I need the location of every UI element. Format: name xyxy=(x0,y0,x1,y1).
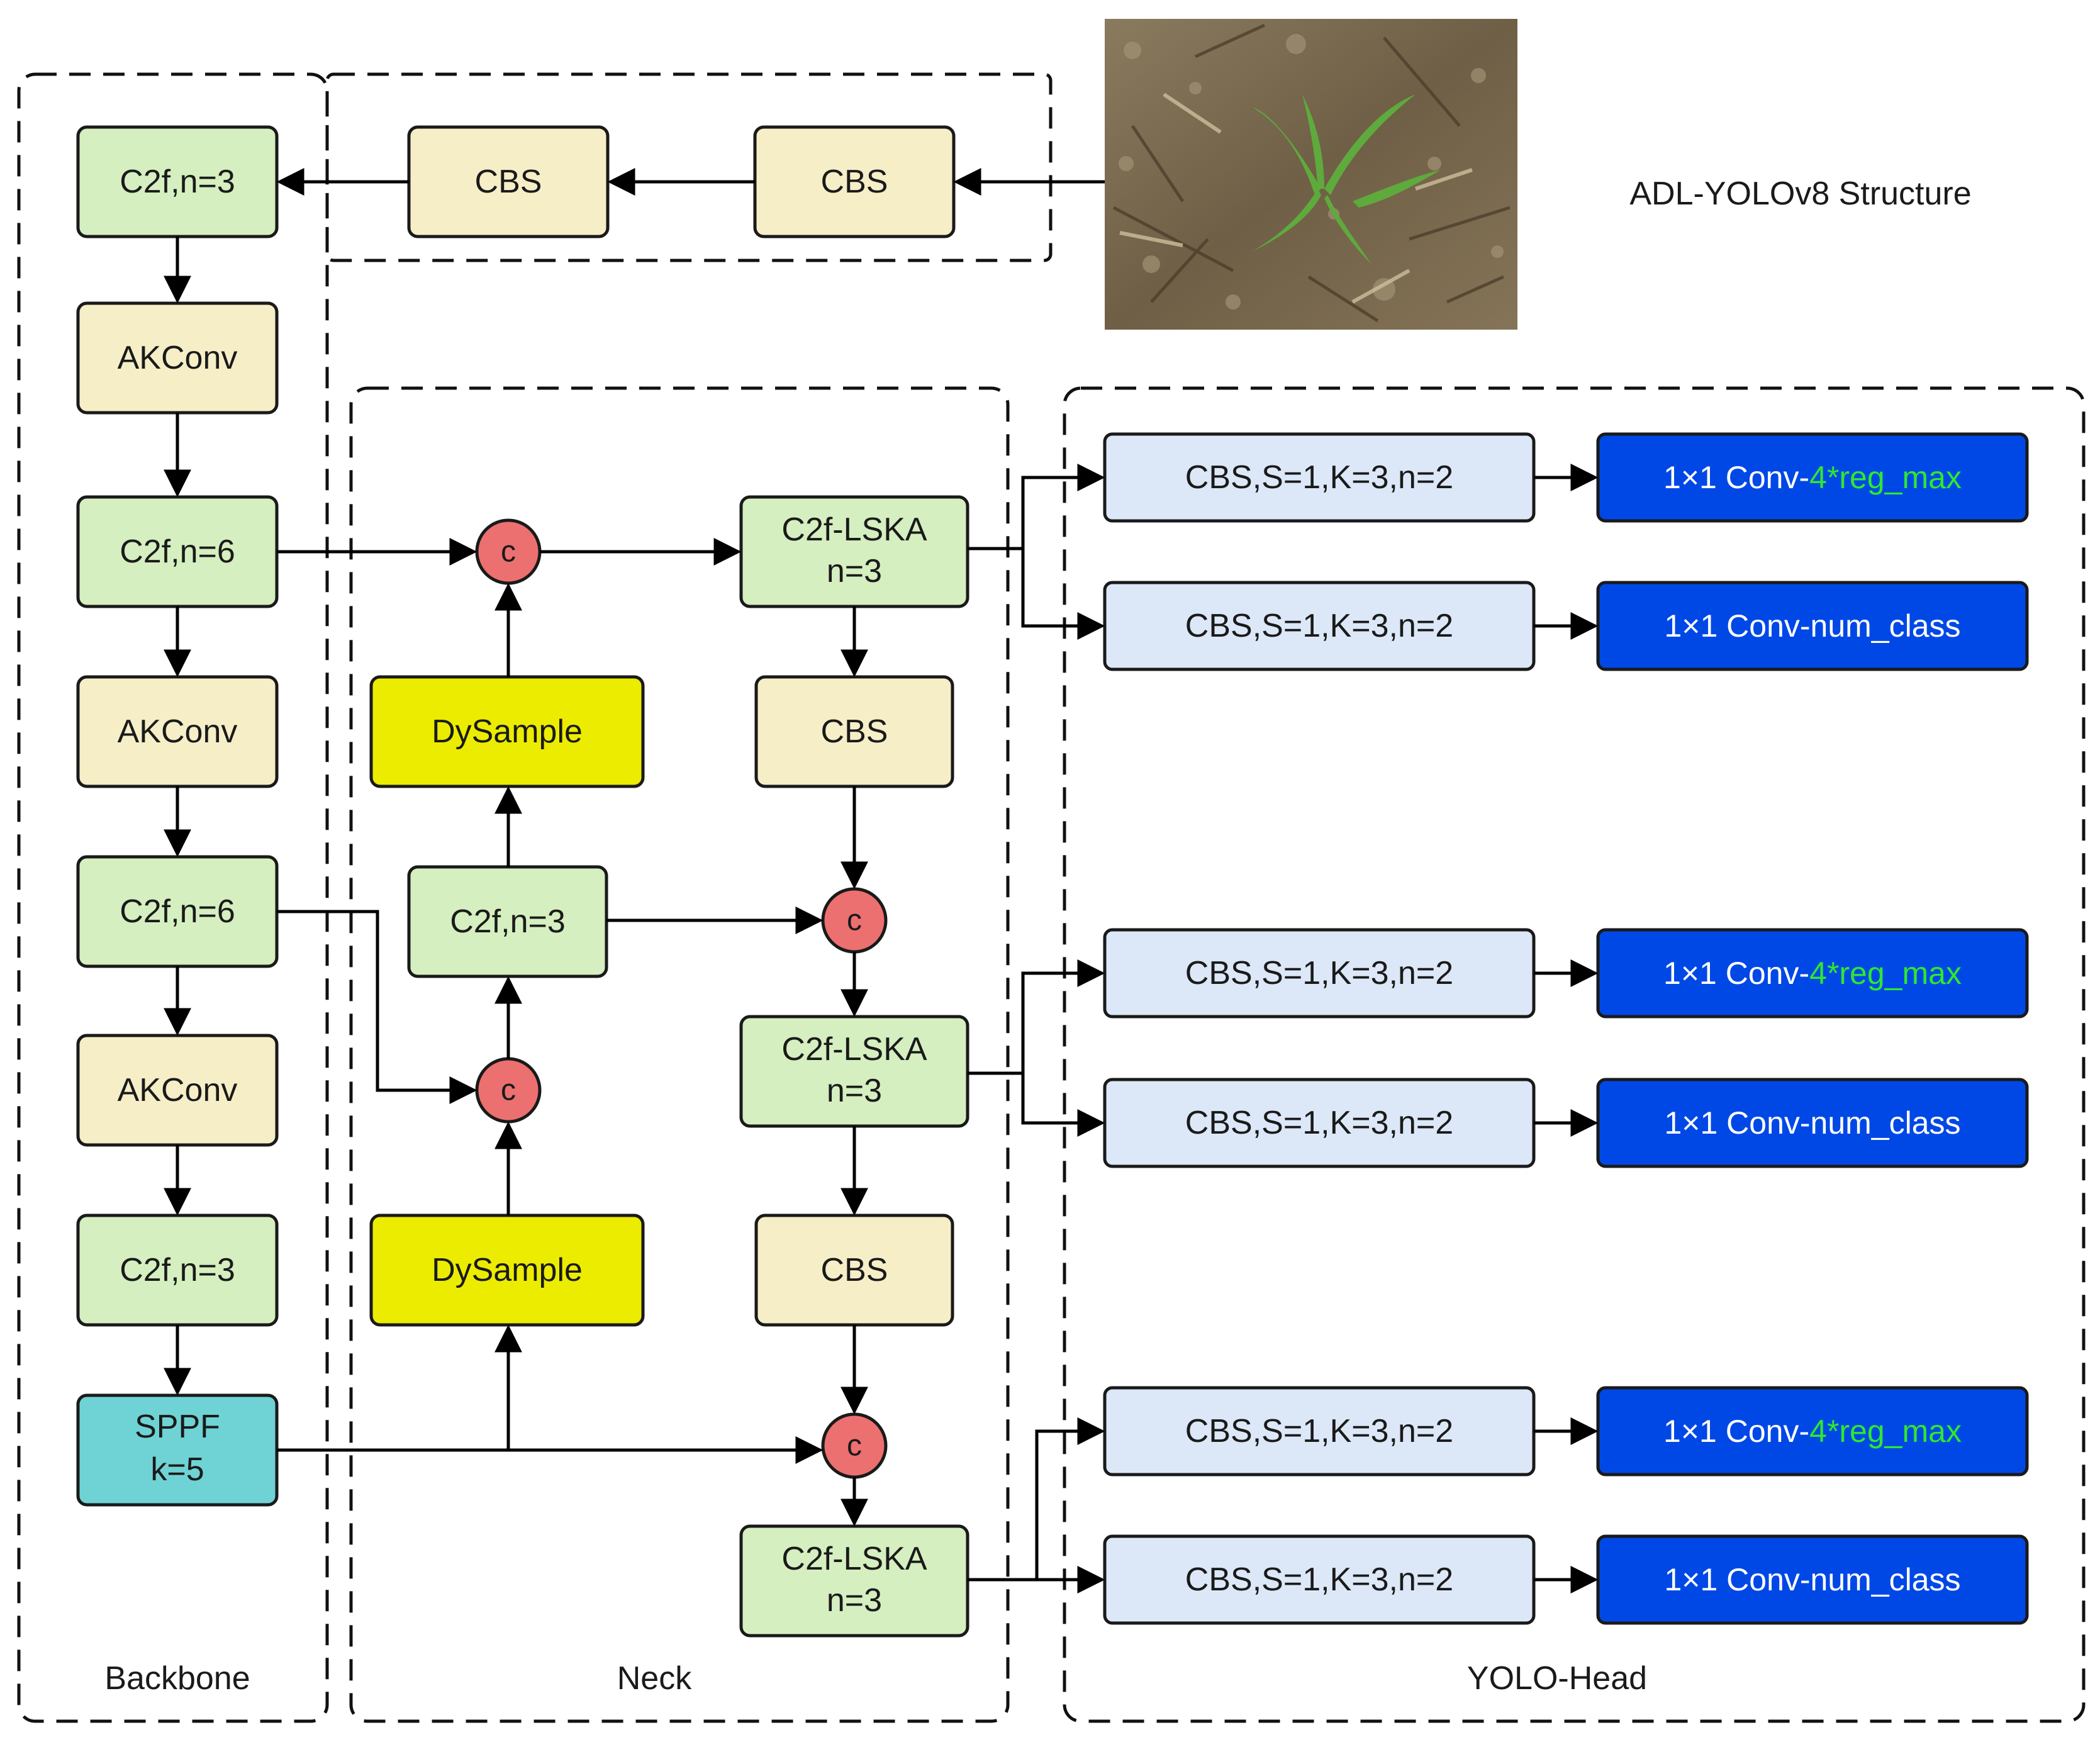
concat-node-2: c xyxy=(821,887,888,954)
svg-text:n=3: n=3 xyxy=(827,1582,882,1619)
backbone-c2f-2: C2f,n=6 xyxy=(76,495,279,608)
svg-text:C2f-LSKA: C2f-LSKA xyxy=(781,1031,927,1068)
head-group-2: CBS,S=1,K=3,n=2 1×1 Conv-4*reg_max CBS,S… xyxy=(1103,928,2029,1168)
head-cbs-cls-3: CBS,S=1,K=3,n=2 xyxy=(1103,1534,1536,1625)
head-cbs-reg-2: CBS,S=1,K=3,n=2 xyxy=(1103,928,1536,1019)
head-conv-cls-3: 1×1 Conv-num_class xyxy=(1596,1534,2029,1625)
head-group-1: CBS,S=1,K=3,n=2 1×1 Conv-4*reg_max CBS,S… xyxy=(1103,432,2029,671)
svg-text:C2f,n=3: C2f,n=3 xyxy=(120,164,235,200)
svg-text:DySample: DySample xyxy=(432,713,583,750)
connectors xyxy=(164,168,1599,1594)
svg-text:C2f,n=6: C2f,n=6 xyxy=(120,893,235,930)
svg-text:1×1 Conv-4*reg_max: 1×1 Conv-4*reg_max xyxy=(1663,460,1962,495)
head-region xyxy=(1063,386,2086,1723)
svg-text:CBS,S=1,K=3,n=2: CBS,S=1,K=3,n=2 xyxy=(1185,1413,1453,1449)
svg-text:CBS: CBS xyxy=(475,164,542,200)
neck-dysample-2: DySample xyxy=(369,1214,645,1327)
neck-c2f-lska-3: C2f-LSKA n=3 xyxy=(739,1524,969,1638)
svg-text:1×1 Conv-num_class: 1×1 Conv-num_class xyxy=(1664,1105,1960,1141)
concat-node-4: c xyxy=(821,1412,888,1479)
svg-text:AKConv: AKConv xyxy=(118,713,238,750)
svg-text:CBS,S=1,K=3,n=2: CBS,S=1,K=3,n=2 xyxy=(1185,1105,1453,1141)
backbone-akconv-2: AKConv xyxy=(76,675,279,788)
concat-node-3: c xyxy=(475,1057,542,1124)
backbone-sppf: SPPF k=5 xyxy=(76,1393,279,1507)
head-conv-cls-2: 1×1 Conv-num_class xyxy=(1596,1078,2029,1168)
svg-text:c: c xyxy=(847,1429,862,1463)
svg-text:1×1 Conv-num_class: 1×1 Conv-num_class xyxy=(1664,608,1960,644)
svg-text:c: c xyxy=(501,1074,516,1107)
svg-text:CBS,S=1,K=3,n=2: CBS,S=1,K=3,n=2 xyxy=(1185,459,1453,496)
svg-text:CBS,S=1,K=3,n=2: CBS,S=1,K=3,n=2 xyxy=(1185,955,1453,991)
head-group-3: CBS,S=1,K=3,n=2 1×1 Conv-4*reg_max CBS,S… xyxy=(1103,1386,2029,1625)
diagram-title: ADL-YOLOv8 Structure xyxy=(1629,176,1971,212)
stem-cbs-1: CBS xyxy=(407,125,610,238)
neck-c2f-lska-2: C2f-LSKA n=3 xyxy=(739,1015,969,1128)
svg-text:C2f,n=3: C2f,n=3 xyxy=(120,1252,235,1288)
input-photo xyxy=(1105,19,1517,330)
head-conv-reg-2: 1×1 Conv-4*reg_max xyxy=(1596,928,2029,1019)
svg-text:CBS: CBS xyxy=(821,1252,888,1288)
svg-text:C2f-LSKA: C2f-LSKA xyxy=(781,1541,927,1577)
svg-text:SPPF: SPPF xyxy=(135,1409,220,1445)
backbone-region xyxy=(17,72,329,1723)
neck-dysample-1: DySample xyxy=(369,675,645,788)
head-cbs-cls-2: CBS,S=1,K=3,n=2 xyxy=(1103,1078,1536,1168)
neck-c2f-lska-1: C2f-LSKA n=3 xyxy=(739,495,969,608)
svg-text:n=3: n=3 xyxy=(827,1073,882,1109)
svg-text:1×1 Conv-4*reg_max: 1×1 Conv-4*reg_max xyxy=(1663,956,1962,991)
neck-label: Neck xyxy=(617,1660,692,1697)
head-conv-reg-3: 1×1 Conv-4*reg_max xyxy=(1596,1386,2029,1476)
svg-text:C2f-LSKA: C2f-LSKA xyxy=(781,511,927,548)
svg-text:C2f,n=6: C2f,n=6 xyxy=(120,533,235,570)
svg-text:CBS,S=1,K=3,n=2: CBS,S=1,K=3,n=2 xyxy=(1185,608,1453,644)
svg-text:CBS,S=1,K=3,n=2: CBS,S=1,K=3,n=2 xyxy=(1185,1561,1453,1598)
stem-region xyxy=(325,72,1053,262)
svg-text:AKConv: AKConv xyxy=(118,340,238,376)
head-cbs-reg-3: CBS,S=1,K=3,n=2 xyxy=(1103,1386,1536,1476)
backbone-akconv-1: AKConv xyxy=(76,301,279,415)
svg-text:CBS: CBS xyxy=(821,713,888,750)
svg-text:1×1 Conv-4*reg_max: 1×1 Conv-4*reg_max xyxy=(1663,1414,1962,1449)
backbone-c2f-1: C2f,n=3 xyxy=(76,125,279,238)
head-conv-cls-1: 1×1 Conv-num_class xyxy=(1596,581,2029,671)
backbone-c2f-3: C2f,n=6 xyxy=(76,855,279,968)
svg-text:k=5: k=5 xyxy=(150,1451,204,1488)
neck-c2f: C2f,n=3 xyxy=(407,865,608,978)
head-label: YOLO-Head xyxy=(1467,1660,1647,1697)
backbone-akconv-3: AKConv xyxy=(76,1034,279,1147)
head-cbs-cls-1: CBS,S=1,K=3,n=2 xyxy=(1103,581,1536,671)
stem-cbs-2: CBS xyxy=(753,125,956,238)
neck-cbs-1: CBS xyxy=(754,675,954,788)
svg-text:1×1 Conv-num_class: 1×1 Conv-num_class xyxy=(1664,1562,1960,1597)
svg-text:CBS: CBS xyxy=(821,164,888,200)
head-conv-reg-1: 1×1 Conv-4*reg_max xyxy=(1596,432,2029,523)
svg-text:AKConv: AKConv xyxy=(118,1072,238,1108)
concat-node-1: c xyxy=(475,518,542,585)
head-cbs-reg-1: CBS,S=1,K=3,n=2 xyxy=(1103,432,1536,523)
svg-text:DySample: DySample xyxy=(432,1252,583,1288)
svg-text:c: c xyxy=(847,904,862,937)
backbone-c2f-4: C2f,n=3 xyxy=(76,1214,279,1327)
backbone-label: Backbone xyxy=(104,1660,250,1697)
neck-region xyxy=(349,386,1010,1723)
svg-text:c: c xyxy=(501,535,516,569)
neck-cbs-2: CBS xyxy=(754,1214,954,1327)
svg-text:C2f,n=3: C2f,n=3 xyxy=(450,903,566,940)
svg-text:n=3: n=3 xyxy=(827,553,882,589)
